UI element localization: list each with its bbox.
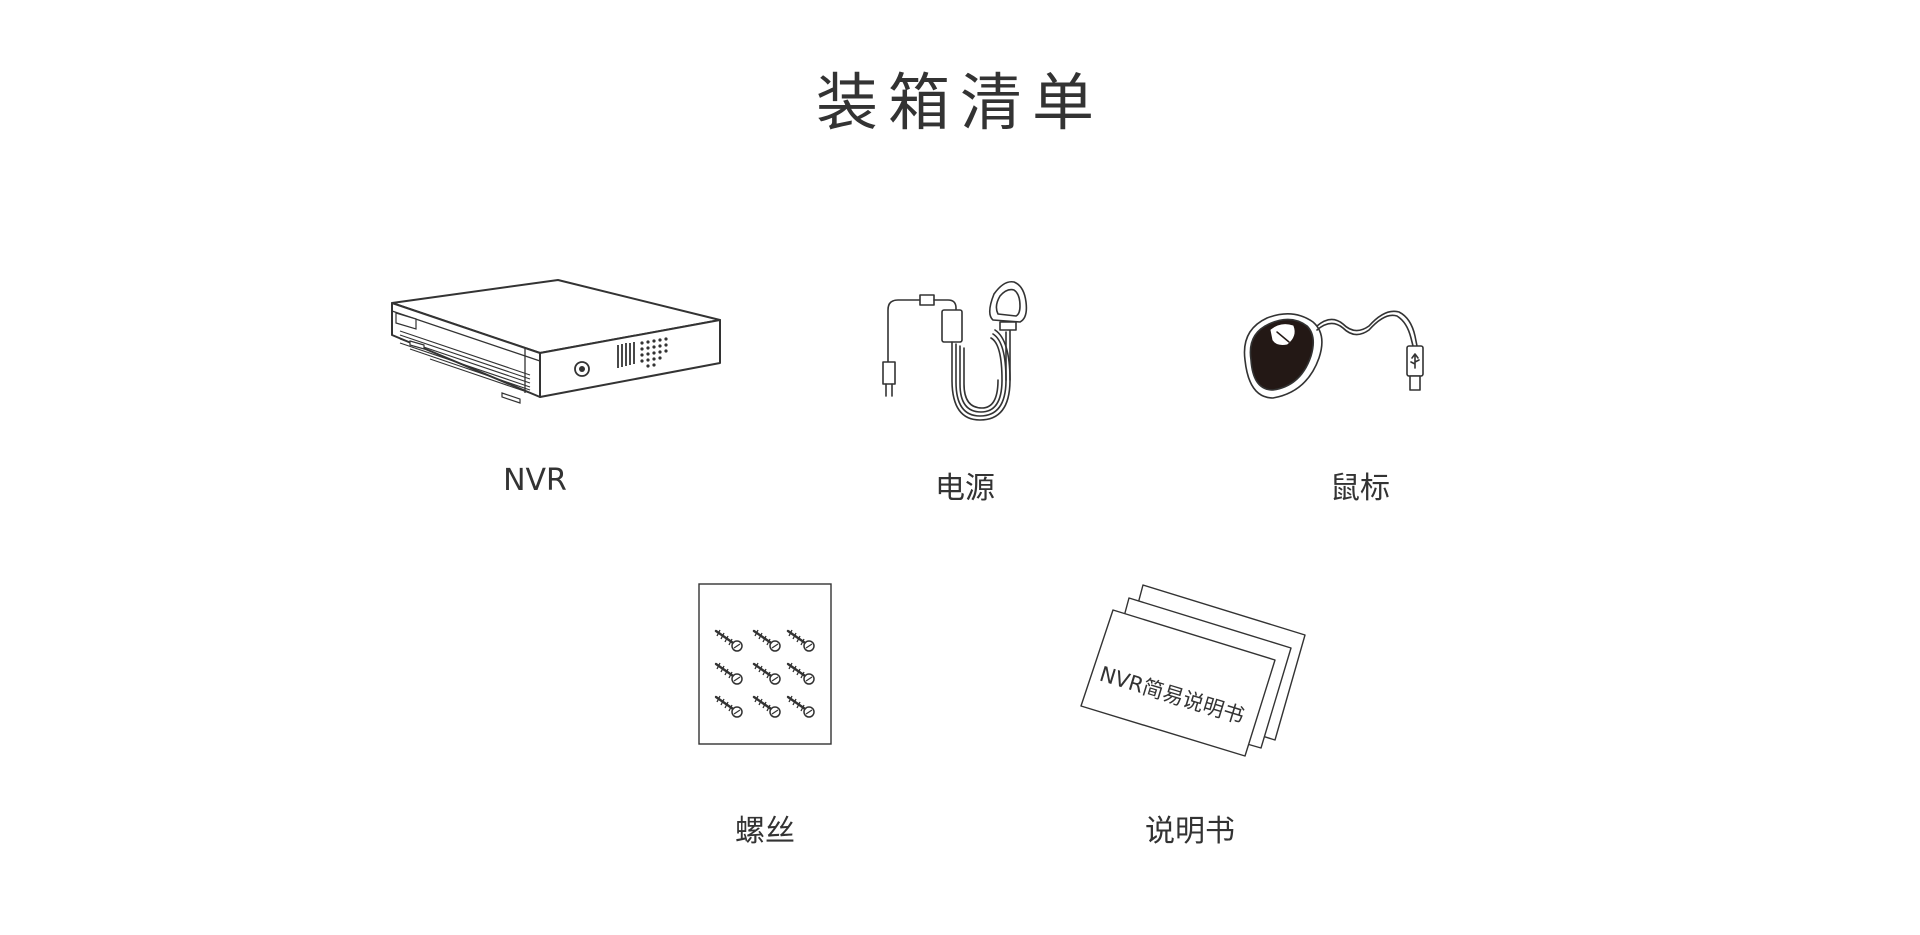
item-power <box>880 280 1060 425</box>
label-manual: 说明书 <box>1145 814 1235 849</box>
item-manual: NVR简易说明书 <box>1075 580 1315 760</box>
item-mouse <box>1235 300 1435 400</box>
nvr-device-icon <box>391 279 721 404</box>
screw-pack-icon <box>698 583 832 745</box>
label-screws: 螺丝 <box>735 814 795 849</box>
item-nvr <box>390 275 730 405</box>
item-screws <box>698 583 832 745</box>
manual-booklet-icon <box>1080 584 1306 757</box>
power-adapter-icon <box>882 280 1028 421</box>
page-title: 装箱清单 <box>815 66 1104 139</box>
usb-mouse-icon <box>1243 310 1424 399</box>
label-power: 电源 <box>935 471 995 506</box>
label-nvr: NVR <box>503 463 567 498</box>
label-mouse: 鼠标 <box>1330 471 1390 506</box>
